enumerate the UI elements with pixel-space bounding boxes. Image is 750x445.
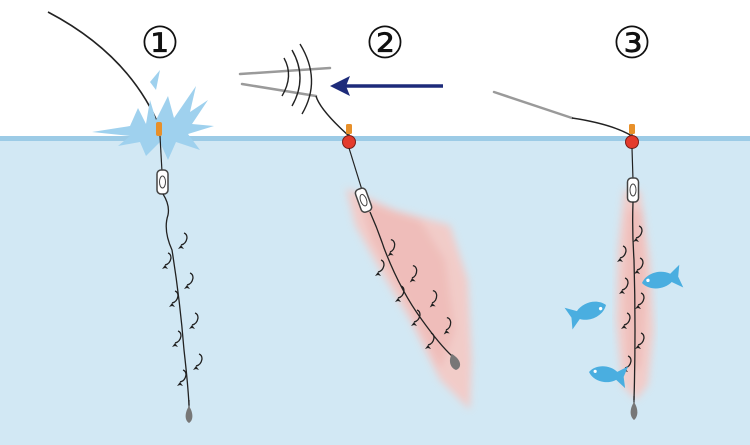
splash-icon [92,70,214,160]
sinker-icon [185,406,193,423]
step-1-cast [47,11,214,423]
float-top [629,124,635,134]
arrow-left-icon [330,76,443,96]
float-icon [156,122,162,136]
step-1-label: ① [140,18,179,69]
step-2-label: ② [365,18,404,69]
rod-tip-lower [240,82,318,98]
sabiki-rig-line [162,193,190,406]
rod-tip-upper [238,66,332,76]
swivel-icon [156,169,169,195]
step-3-wait [492,90,684,420]
swivel-icon [354,187,373,213]
float-icon [625,135,639,149]
sinker-icon [630,402,638,420]
leader-line [159,135,163,173]
chum-cloud [346,188,472,410]
sabiki-rig-line [632,201,636,401]
rod-tip [492,90,574,120]
sinker-icon [449,354,461,370]
sabiki-rig-line [369,211,453,357]
fishing-line [315,95,350,137]
float-icon [342,135,356,149]
motion-arc-icon [281,57,290,97]
swivel-icon [626,177,640,203]
motion-arc-icon [299,43,313,115]
motion-arc-icon [291,49,301,107]
water-surface-line [0,136,750,141]
float-top [346,124,352,134]
step-3-label: ③ [612,18,651,69]
fishing-line [571,117,633,137]
step-2-jerk [238,43,472,410]
